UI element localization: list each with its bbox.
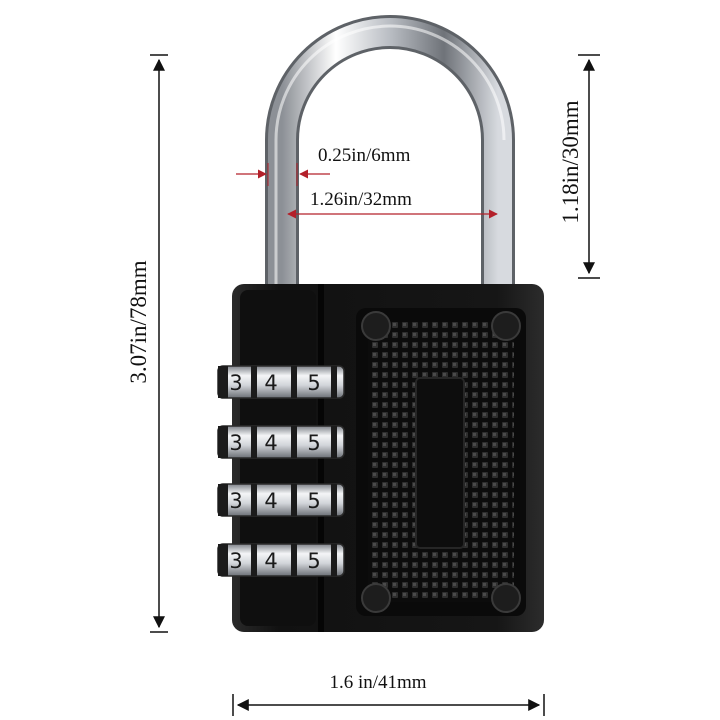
screw-icon: [361, 583, 391, 613]
body-width-label: 1.6 in/41mm: [329, 672, 426, 693]
screw-icon: [491, 311, 521, 341]
dial-digit: 3: [229, 371, 242, 395]
height-dimension: 3.07in/78mm: [126, 54, 168, 633]
dial-digit: 4: [264, 489, 277, 513]
height-label: 3.07in/78mm: [126, 260, 151, 383]
screw-icon: [491, 583, 521, 613]
dial-digit: 4: [264, 549, 277, 573]
dial-digit: 4: [264, 431, 277, 455]
dial-digit: 3: [229, 489, 242, 513]
shackle-inner-width-dimension: 1.26in/32mm: [287, 186, 498, 219]
dial-digit: 5: [307, 371, 320, 395]
shackle: [265, 15, 515, 290]
dial-digit: 3: [229, 431, 242, 455]
dial-digit: 5: [307, 431, 320, 455]
shackle-diameter-dimension: 0.25in/6mm: [236, 145, 411, 186]
shackle-clearance-dimension: 1.18in/30mm: [558, 54, 600, 279]
dial-digit: 5: [307, 549, 320, 573]
dial-digit: 3: [229, 549, 242, 573]
dial-digit: 5: [307, 489, 320, 513]
shackle-clearance-label: 1.18in/30mm: [558, 100, 583, 223]
screw-icon: [361, 311, 391, 341]
shackle-inner-width-label: 1.26in/32mm: [310, 189, 412, 210]
dial-digit: 4: [264, 371, 277, 395]
shackle-diameter-label: 0.25in/6mm: [318, 145, 411, 166]
body-width-dimension: 1.6 in/41mm: [232, 672, 545, 716]
